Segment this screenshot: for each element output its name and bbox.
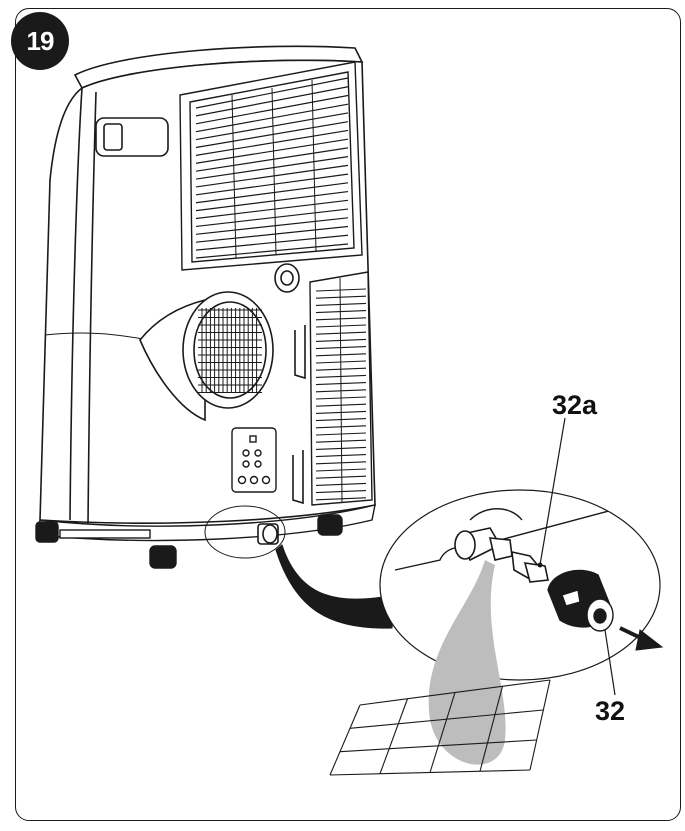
upper-air-grille [179,61,363,271]
figure-frame [15,8,681,821]
bottom-drain-plug [204,505,286,559]
callout-label-32: 32 [595,696,626,726]
base-and-wheels [35,504,376,569]
lower-air-grille [309,271,373,506]
step-number-badge: 19 [11,12,69,70]
exhaust-connector [139,291,274,422]
control-panel [231,427,277,493]
callout-label-32a: 32a [552,390,598,420]
floor-grid [329,679,551,776]
pull-direction-arrow [619,626,664,651]
cable-hooks [292,325,306,505]
drain-cap [547,569,614,632]
upper-drain-knob [274,263,300,293]
zoom-arrow [275,544,396,629]
